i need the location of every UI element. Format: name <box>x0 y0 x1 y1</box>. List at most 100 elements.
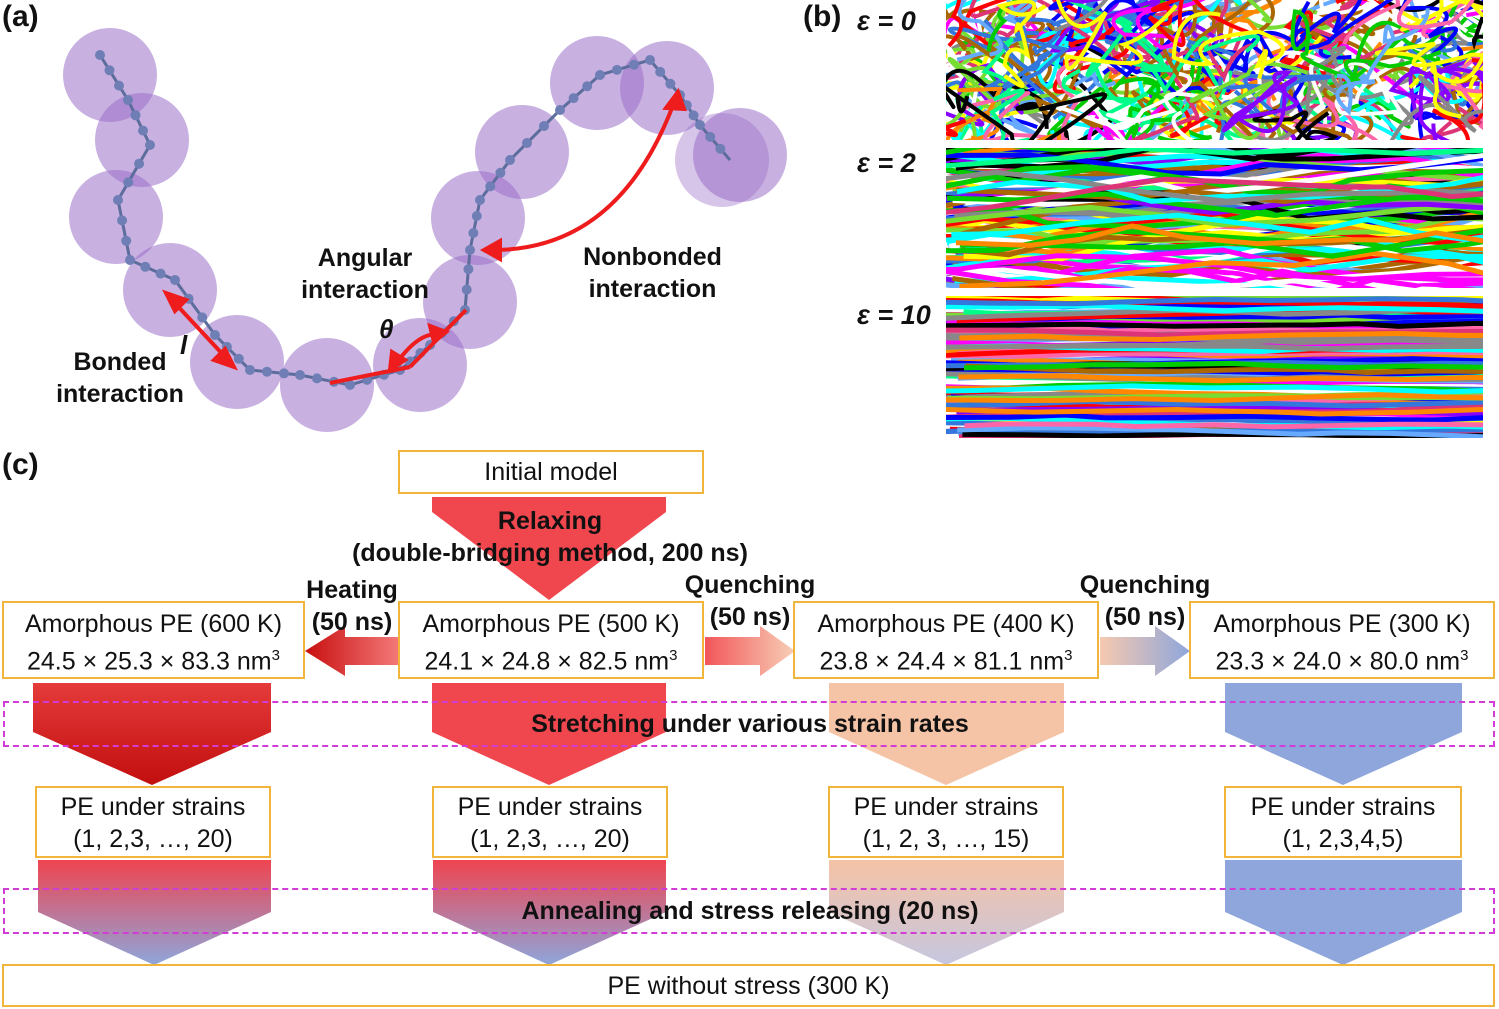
bead <box>373 318 467 412</box>
atom <box>568 93 579 104</box>
stretch-chevron-500 <box>432 683 666 785</box>
atom <box>117 215 128 226</box>
polymer-chain <box>946 406 1483 417</box>
strain-box-400: PE under strains (1, 2, 3, …, 15) <box>828 786 1064 858</box>
annealing-band <box>3 888 1495 934</box>
atom <box>612 64 622 75</box>
polymer-chain <box>1131 37 1258 140</box>
atom <box>140 261 151 272</box>
atom <box>495 167 506 178</box>
polymer-chain <box>946 392 1483 404</box>
polymer-chain <box>1335 8 1430 116</box>
polymer-chain <box>1111 0 1206 50</box>
atom <box>505 155 515 165</box>
polymer-chain <box>968 0 1038 39</box>
bond-length-symbol: l <box>180 330 188 360</box>
atom <box>695 120 705 130</box>
polymer-chain <box>983 18 1070 89</box>
amorphous-400-box: Amorphous PE (400 K) 23.8 × 24.4 × 81.1 … <box>793 601 1099 679</box>
final-box: PE without stress (300 K) <box>2 964 1495 1007</box>
polymer-chain <box>965 363 1483 376</box>
atom <box>279 368 289 379</box>
atom <box>522 138 532 148</box>
polymer-chain <box>950 253 1483 282</box>
bond-arrow <box>170 298 230 362</box>
amorphous-600-box: Amorphous PE (600 K) 24.5 × 25.3 × 83.3 … <box>2 601 305 679</box>
polymer-chain <box>962 431 1483 438</box>
bead <box>550 36 644 130</box>
polymer-chain <box>962 57 1092 140</box>
strain-0-chains <box>946 0 1483 140</box>
polymer-chain <box>1400 0 1483 32</box>
atom <box>485 181 496 192</box>
heating-label: Heating (50 ns) <box>306 576 398 636</box>
polymer-chain <box>1217 73 1332 117</box>
polymer-chain <box>958 373 1483 384</box>
polymer-chain <box>946 296 1483 307</box>
atom <box>582 81 593 92</box>
atom <box>121 235 132 246</box>
atom <box>233 353 244 364</box>
anneal-chevron-300 <box>1225 860 1462 965</box>
bead <box>280 338 374 432</box>
atom <box>155 268 166 279</box>
relaxing-label: Relaxing (double-bridging method, 200 ns… <box>352 507 748 567</box>
amorphous-300-box: Amorphous PE (300 K) 23.3 × 24.0 × 80.0 … <box>1189 601 1495 679</box>
strain-2-chains <box>946 148 1483 288</box>
atom <box>245 365 255 375</box>
polymer-chain <box>1330 61 1404 116</box>
angular-label: Angular interaction <box>301 244 429 304</box>
polymer-chain <box>1417 75 1483 133</box>
polymer-chain <box>981 37 1030 140</box>
polymer-chain <box>1171 11 1285 80</box>
polymer-chain <box>946 303 1483 314</box>
nonbonded-label: Nonbonded interaction <box>583 243 722 303</box>
strain-box-300: PE under strains (1, 2,3,4,5) <box>1224 786 1462 858</box>
quenching-label-1: Quenching (50 ns) <box>684 571 816 631</box>
stretching-band <box>3 701 1495 747</box>
panel-label-c: (c) <box>2 448 39 481</box>
atom <box>130 110 141 121</box>
polymer-chain <box>1430 51 1483 119</box>
polymer-chain <box>1252 108 1339 140</box>
atom <box>138 125 148 136</box>
polymer-chain <box>1054 0 1109 32</box>
polymer-chain <box>963 360 1483 371</box>
polymer-chain <box>1374 41 1483 90</box>
atom <box>114 80 124 91</box>
polymer-chain <box>986 0 1024 52</box>
angle-symbol: θ <box>379 314 394 344</box>
bead <box>123 243 217 337</box>
polymer-chain <box>946 327 1483 338</box>
polymer-chain <box>1222 70 1300 134</box>
polymer-chain <box>946 148 1483 169</box>
polymer-chain <box>1342 0 1475 45</box>
polymer-chain <box>957 0 1019 57</box>
anneal-chevron-600 <box>38 860 271 965</box>
bonded-label: Bonded interaction <box>56 348 184 408</box>
anneal-chevron-400 <box>829 860 1064 965</box>
atom <box>461 284 472 295</box>
nonbonded-arrow <box>492 99 677 252</box>
quenching-arrow-1 <box>705 626 795 676</box>
atom <box>539 121 549 131</box>
polymer-chain <box>1055 0 1178 71</box>
atom <box>95 50 105 60</box>
atom <box>113 195 123 205</box>
polymer-chain <box>946 342 1483 352</box>
polymer-chain <box>964 421 1483 430</box>
initial-model-box: Initial model <box>398 450 704 494</box>
quenching-label-2: Quenching (50 ns) <box>1079 571 1211 631</box>
atom <box>170 275 180 285</box>
atom <box>210 330 220 340</box>
atom <box>463 264 474 275</box>
atom <box>125 255 135 265</box>
atom <box>468 228 479 238</box>
annealing-label: Annealing and stress releasing (20 ns) <box>521 897 979 925</box>
atom <box>134 158 145 169</box>
strain-10-chains <box>946 296 1483 438</box>
atom <box>465 245 475 255</box>
atom <box>475 195 485 205</box>
stretch-chevron-600 <box>33 683 271 785</box>
polymer-chain <box>1189 61 1309 140</box>
